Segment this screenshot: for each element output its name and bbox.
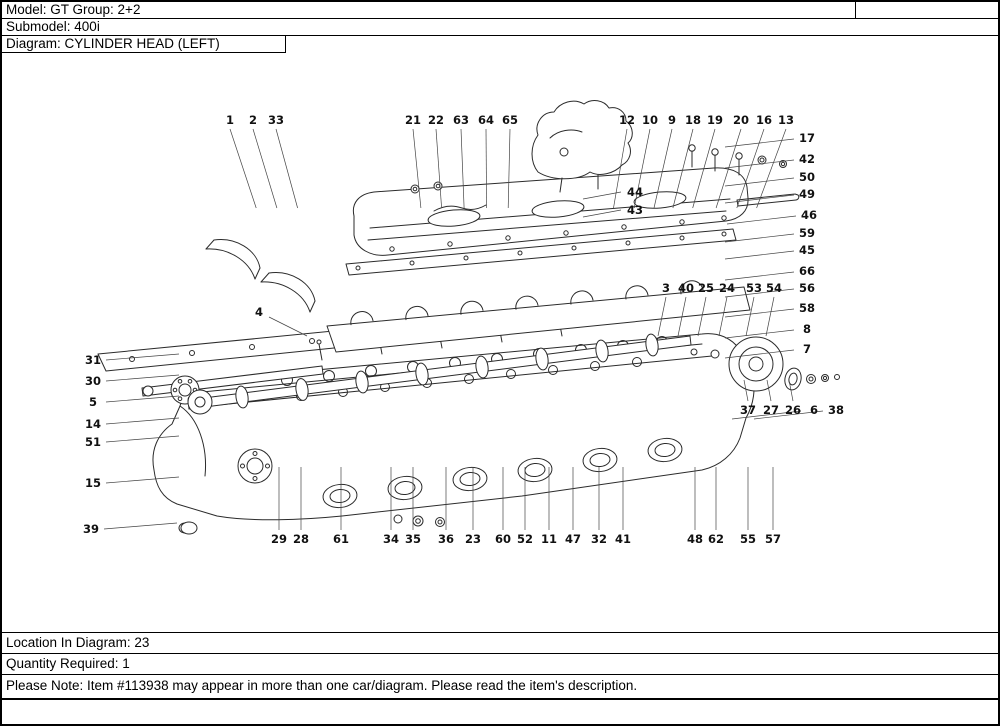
cover-gasket xyxy=(345,228,737,276)
top-hardware xyxy=(410,144,800,207)
cam-carrier xyxy=(326,280,751,353)
leader-lines xyxy=(103,128,824,530)
bottom-hardware xyxy=(178,514,445,535)
diagram-title-text: Diagram: CYLINDER HEAD (LEFT) xyxy=(6,36,220,51)
diagram-title-row: Diagram: CYLINDER HEAD (LEFT) xyxy=(2,36,286,53)
valve-cover xyxy=(352,167,749,256)
header-divider xyxy=(855,2,856,18)
note-text: Please Note: Item #113938 may appear in … xyxy=(6,678,638,693)
breather-cover xyxy=(531,100,633,193)
camshafts xyxy=(141,333,692,415)
location-row: Location In Diagram: 23 xyxy=(2,632,998,653)
model-row: Model: GT Group: 2+2 xyxy=(2,2,998,19)
quantity-row: Quantity Required: 1 xyxy=(2,653,998,674)
submodel-text: Submodel: 400i xyxy=(6,19,100,34)
submodel-row: Submodel: 400i xyxy=(2,19,998,36)
model-text: Model: GT Group: 2+2 xyxy=(6,2,141,17)
half-moon-seals xyxy=(205,239,316,313)
note-row: Please Note: Item #113938 may appear in … xyxy=(2,674,998,700)
location-text: Location In Diagram: 23 xyxy=(6,635,150,650)
quantity-text: Quantity Required: 1 xyxy=(6,656,130,671)
